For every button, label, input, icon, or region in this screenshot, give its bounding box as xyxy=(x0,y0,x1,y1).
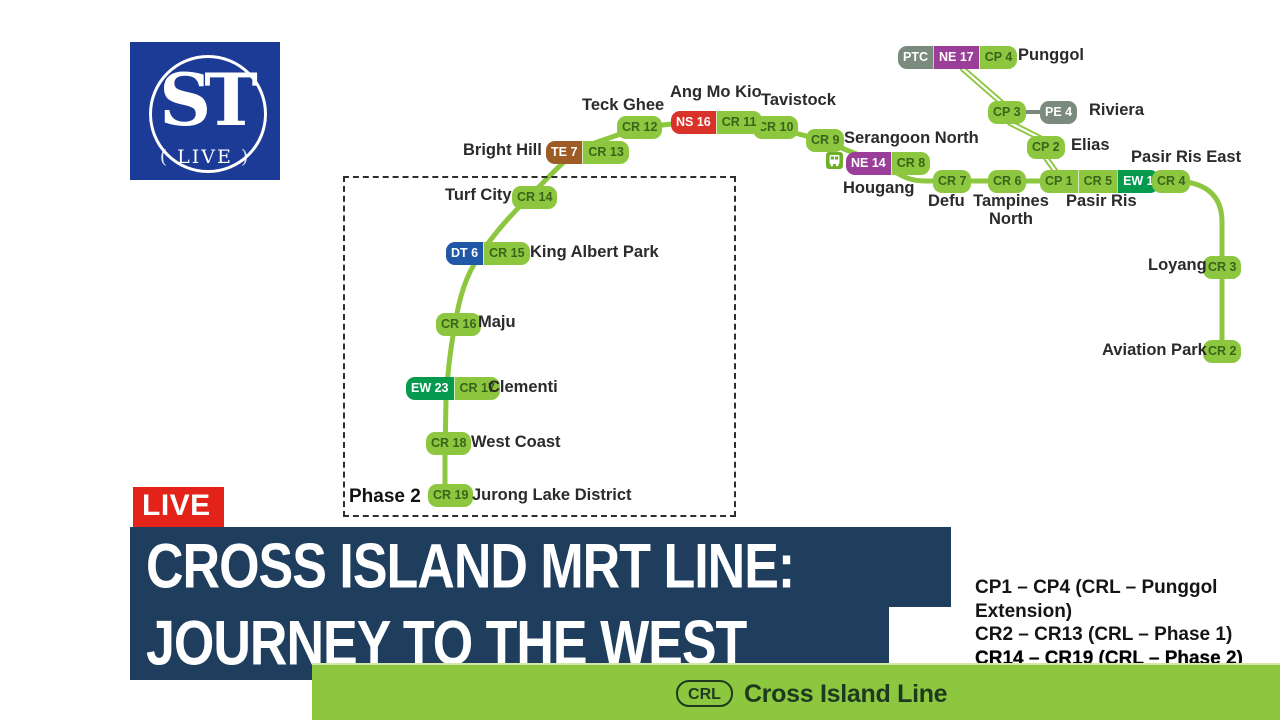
title-banner-line2: JOURNEY TO THE WEST xyxy=(130,607,889,680)
station-label-jurong-lake-district: Jurong Lake District xyxy=(472,486,632,504)
badge-code: CR 12 xyxy=(617,116,663,139)
bus-icon xyxy=(826,152,843,169)
badge-code: NS 16 xyxy=(671,111,716,134)
badge-code: PE 4 xyxy=(1040,101,1078,124)
station-badge-defu: CR 7 xyxy=(933,170,972,193)
live-badge: LIVE xyxy=(133,487,224,527)
station-label-maju: Maju xyxy=(478,313,516,331)
badge-code: EW 23 xyxy=(406,377,454,400)
legend-line-punggol-ext: CP1 – CP4 (CRL – Punggol Extension) xyxy=(975,577,1218,622)
phase2-label: Phase 2 xyxy=(349,486,421,507)
station-label-riviera: Riviera xyxy=(1089,101,1145,119)
badge-code: CP 2 xyxy=(1027,136,1065,159)
legend: CP1 – CP4 (CRL – Punggol Extension) CR2 … xyxy=(975,576,1280,670)
station-label-elias: Elias xyxy=(1071,136,1110,154)
station-label-punggol: Punggol xyxy=(1018,46,1084,64)
station-label-turf-city: Turf City xyxy=(445,186,512,204)
badge-code: TE 7 xyxy=(546,141,583,164)
logo-st-text: ST xyxy=(159,57,258,142)
badge-code: CR 11 xyxy=(715,111,762,134)
badge-code: CR 5 xyxy=(1077,170,1118,193)
station-label-loyang: Loyang xyxy=(1148,256,1207,274)
title-banner-line1: CROSS ISLAND MRT LINE: xyxy=(130,527,951,607)
st-live-logo: ST LIVE xyxy=(130,42,280,180)
phase2-dashed-box xyxy=(343,176,736,517)
station-label-ang-mo-kio: Ang Mo Kio xyxy=(670,83,762,101)
badge-code: CR 13 xyxy=(582,141,629,164)
crl-line-chip: CRL xyxy=(676,680,733,707)
station-badge-west-coast: CR 18 xyxy=(426,432,472,455)
station-label-teck-ghee: Teck Ghee xyxy=(582,96,665,114)
title-text-line1: CROSS ISLAND MRT LINE: xyxy=(146,531,795,603)
badge-code: EW 1 xyxy=(1117,170,1159,193)
badge-code: CR 3 xyxy=(1203,256,1242,279)
footer-green-bar xyxy=(312,663,1280,720)
badge-code: CR 18 xyxy=(426,432,472,455)
station-badge-jurong-lake-district: CR 19 xyxy=(428,484,474,507)
badge-code: CP 1 xyxy=(1040,170,1078,193)
station-label-pasir-ris: Pasir Ris xyxy=(1066,192,1137,210)
logo-live-text: LIVE xyxy=(130,146,280,168)
badge-code: CP 3 xyxy=(988,101,1026,124)
badge-code: CR 16 xyxy=(436,313,482,336)
station-badge-tavistock: CR 10 xyxy=(753,116,799,139)
station-label-defu: Defu xyxy=(928,192,965,210)
station-badge-loyang: CR 3 xyxy=(1203,256,1242,279)
station-label-hougang: Hougang xyxy=(843,179,915,197)
badge-code: NE 17 xyxy=(933,46,979,69)
station-label-king-albert-park: King Albert Park xyxy=(530,243,659,261)
station-label-tampines-north: Tampines North xyxy=(973,192,1049,228)
badge-code: CR 19 xyxy=(428,484,474,507)
badge-code: NE 14 xyxy=(846,152,891,175)
badge-code: CP 4 xyxy=(978,46,1018,69)
station-label-aviation-park: Aviation Park xyxy=(1102,341,1207,359)
badge-code: CR 2 xyxy=(1203,340,1242,363)
station-badge-tampines-north: CR 6 xyxy=(988,170,1027,193)
logo-circle xyxy=(149,55,267,173)
badge-code: CR 4 xyxy=(1152,170,1191,193)
station-badge-turf-city: CR 14 xyxy=(512,186,558,209)
station-badge-serangoon-north: CR 9 xyxy=(806,129,845,152)
legend-line-phase1: CR2 – CR13 (CRL – Phase 1) xyxy=(975,624,1233,645)
station-badge-pasir-ris-east: CR 4 xyxy=(1152,170,1191,193)
badge-code: CR 10 xyxy=(753,116,799,139)
badge-code: CR 15 xyxy=(483,242,530,265)
badge-code: CR 8 xyxy=(890,152,931,175)
station-badge-riviera: PE 4 xyxy=(1040,101,1078,124)
footer-line-name: Cross Island Line xyxy=(744,680,948,708)
station-label-bright-hill: Bright Hill xyxy=(463,141,542,159)
badge-code: PTC xyxy=(898,46,933,69)
badge-code: CR 14 xyxy=(512,186,558,209)
station-label-west-coast: West Coast xyxy=(471,433,561,451)
badge-code: CR 9 xyxy=(806,129,845,152)
station-badge-riviera: CP 3 xyxy=(988,101,1026,124)
punggol-extension-line-core xyxy=(961,67,1058,174)
badge-code: CR 6 xyxy=(988,170,1027,193)
station-badge-teck-ghee: CR 12 xyxy=(617,116,663,139)
station-label-pasir-ris-east: Pasir Ris East xyxy=(1131,148,1242,166)
station-label-tavistock: Tavistock xyxy=(761,91,836,109)
station-label-clementi: Clementi xyxy=(488,378,558,396)
station-badge-elias: CP 2 xyxy=(1027,136,1065,159)
badge-code: CR 7 xyxy=(933,170,972,193)
station-label-serangoon-north: Serangoon North xyxy=(844,129,979,147)
badge-code: DT 6 xyxy=(446,242,484,265)
station-badge-aviation-park: CR 2 xyxy=(1203,340,1242,363)
badge-code: CR 17 xyxy=(453,377,500,400)
station-badge-maju: CR 16 xyxy=(436,313,482,336)
